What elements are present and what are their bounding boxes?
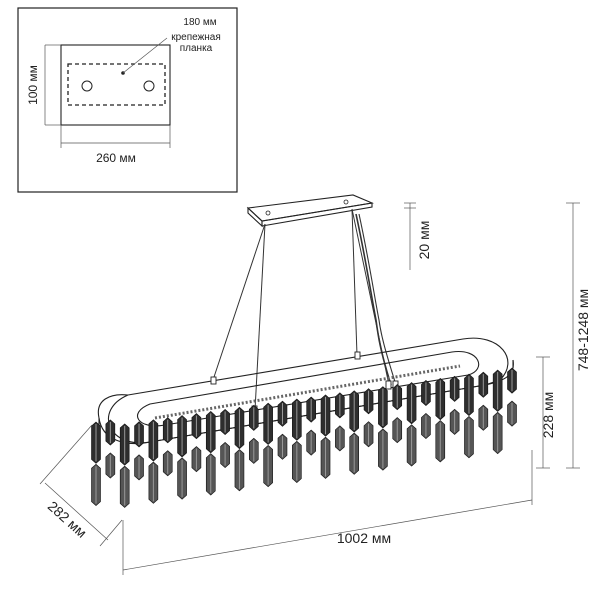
body-height-label: 228 мм xyxy=(540,392,556,439)
chandelier xyxy=(91,194,517,508)
canopy-height-label: 20 мм xyxy=(416,221,432,260)
total-height-label: 748-1248 мм xyxy=(575,289,591,371)
crystal-drop xyxy=(148,419,159,504)
crystal-drop xyxy=(220,408,230,468)
mounting-detail-inset: 100 мм 260 мм 180 мм крепежная планка xyxy=(17,7,238,193)
mount-bar-length-label: 180 мм xyxy=(183,17,216,28)
crystal-drop xyxy=(234,406,245,492)
crystal-drop xyxy=(449,375,460,435)
crystal-drop xyxy=(492,369,503,455)
crystal-drops xyxy=(91,367,517,508)
crystal-drop xyxy=(277,400,288,460)
mount-bar-caption-line2: планка xyxy=(180,43,213,54)
crystal-drop xyxy=(335,392,345,452)
crystal-drop xyxy=(248,404,259,464)
crystal-drop xyxy=(349,390,360,475)
mounting-hole-right xyxy=(143,80,155,92)
crystal-drop xyxy=(91,421,101,507)
crystal-drop xyxy=(392,384,403,444)
crystal-drop xyxy=(162,417,173,477)
suspension-cables xyxy=(212,208,397,411)
crystal-drop xyxy=(177,415,187,500)
mounting-hole-left xyxy=(81,80,93,92)
crystal-drop xyxy=(205,411,216,496)
crystal-drop xyxy=(421,380,431,440)
depth-dimension-line xyxy=(44,482,109,541)
crystal-drop xyxy=(119,423,130,508)
length-dimension-line xyxy=(122,499,533,571)
crystal-drop xyxy=(435,377,446,463)
crystal-drop xyxy=(507,367,517,427)
plate-width-label: 260 мм xyxy=(96,151,136,165)
crystal-drop xyxy=(306,396,316,456)
crystal-drop xyxy=(105,419,116,479)
crystal-drop xyxy=(191,413,202,473)
mounting-bar xyxy=(67,63,166,106)
crystal-drop xyxy=(363,388,374,448)
depth-label: 282 мм xyxy=(45,498,90,541)
crystal-drop xyxy=(292,398,302,484)
crystal-drop xyxy=(406,382,417,467)
mounting-bar-leader xyxy=(122,37,168,74)
crystal-drop xyxy=(134,421,144,481)
crystal-drop xyxy=(320,394,331,479)
length-label: 1002 мм xyxy=(337,530,391,546)
plate-height-label: 100 мм xyxy=(26,65,40,105)
ceiling-canopy xyxy=(246,194,374,228)
crystal-drop xyxy=(478,371,489,431)
mount-bar-caption-line1: крепежная xyxy=(171,32,221,43)
crystal-drop xyxy=(464,373,474,459)
crystal-drop xyxy=(378,386,388,471)
crystal-drop xyxy=(263,402,273,488)
